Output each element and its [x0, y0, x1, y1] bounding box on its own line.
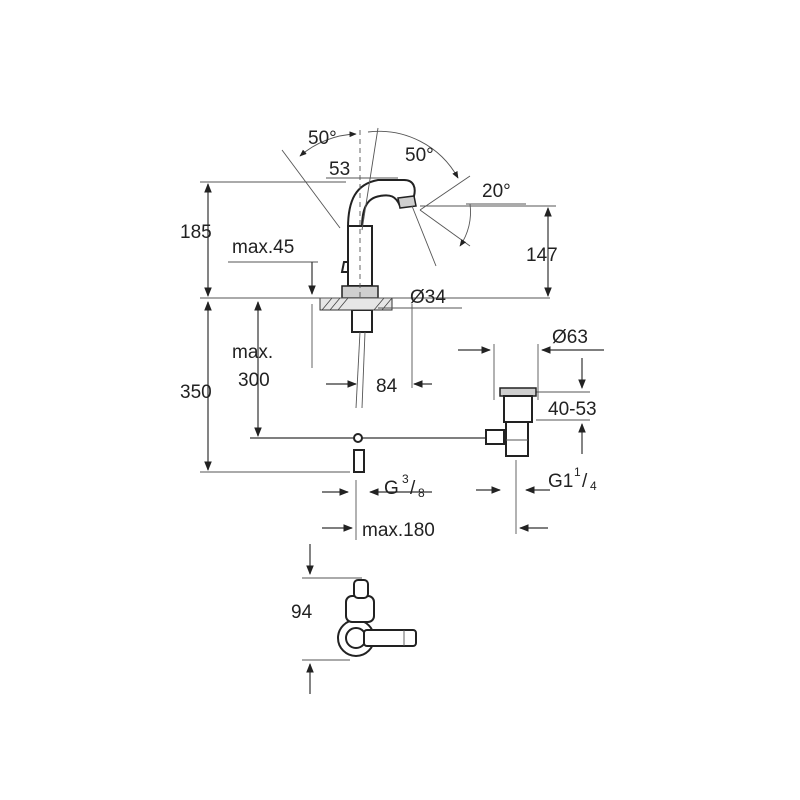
label-below-max-line1: max.	[232, 342, 273, 363]
label-connection: G	[384, 478, 399, 499]
dimension-labels: 50° 53 50° 20° 185 147 max.45 Ø34 max. 3…	[180, 128, 597, 623]
label-connection-main: G	[384, 478, 399, 499]
label-waste-thread-num: 1	[574, 465, 581, 479]
label-plan-depth: 94	[291, 602, 313, 623]
label-waste-thread-slash: /	[582, 471, 588, 492]
label-waste-diameter: Ø63	[552, 327, 588, 348]
label-angle-left: 50°	[308, 128, 337, 149]
label-waste-thread: G1	[548, 471, 573, 492]
plan-view	[337, 579, 417, 657]
tap-body	[340, 179, 417, 409]
label-waste-thread-den: 4	[590, 479, 597, 493]
dimension-lines	[200, 177, 604, 694]
label-deck-max: max.45	[232, 237, 294, 258]
label-waste-thread-main: G1	[548, 471, 573, 492]
label-total-height: 185	[180, 222, 212, 243]
label-below-total: 350	[180, 382, 212, 403]
label-shank-offset: 84	[376, 376, 398, 397]
pop-up-waste	[485, 387, 537, 457]
label-base-diameter: Ø34	[410, 287, 446, 308]
label-spout-tilt: 20°	[482, 181, 511, 202]
lift-rod	[353, 433, 365, 473]
label-spout-offset: 53	[329, 159, 350, 180]
label-connection-num: 3	[402, 472, 409, 486]
deck-plate	[319, 297, 393, 311]
label-connection-slash: /	[410, 478, 416, 499]
label-rod-max: max.180	[362, 520, 435, 541]
angle-lines	[281, 127, 526, 300]
label-waste-range: 40-53	[548, 399, 597, 420]
label-below-max-line2: 300	[238, 370, 270, 391]
label-spout-height: 147	[526, 245, 558, 266]
label-connection-den: 8	[418, 486, 425, 500]
label-angle-right: 50°	[405, 145, 434, 166]
